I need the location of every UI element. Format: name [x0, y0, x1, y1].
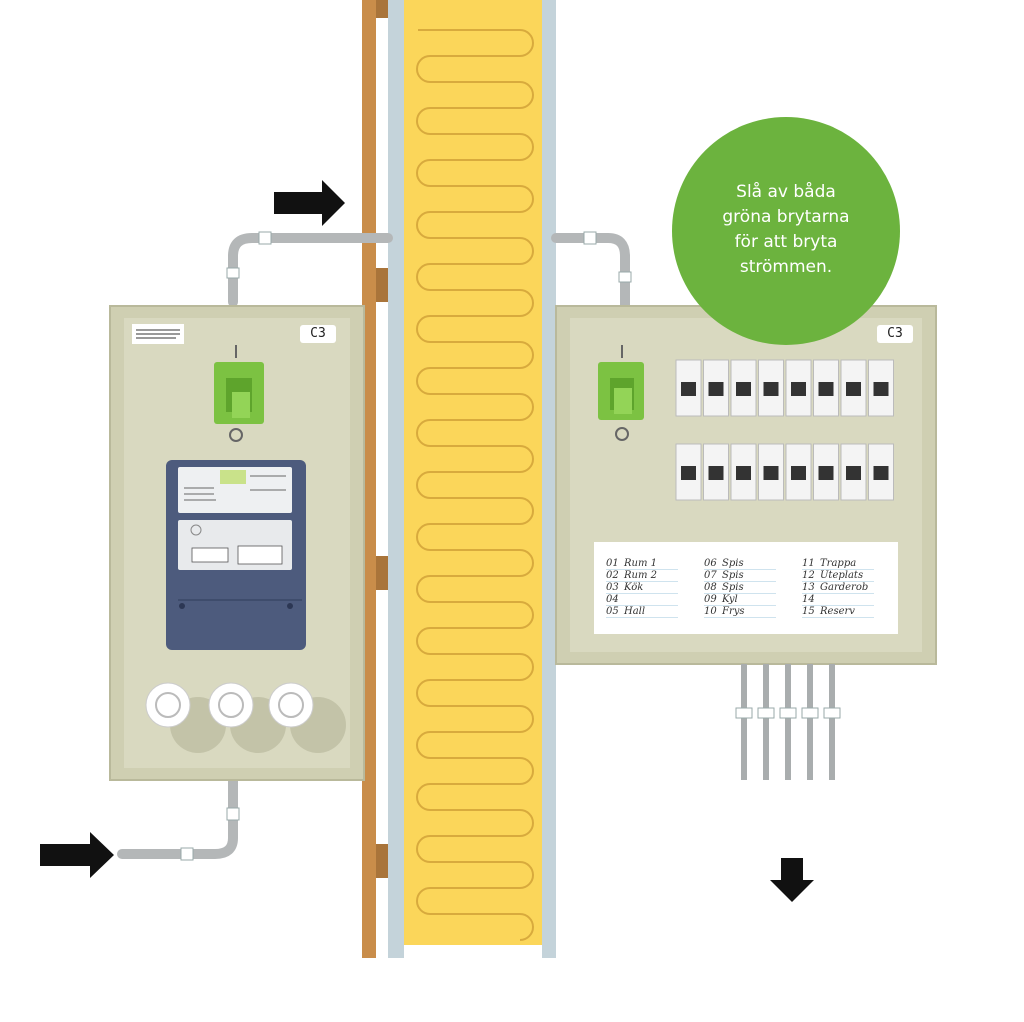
- callout-line: Slå av båda: [736, 182, 836, 202]
- electricity-meter: [166, 460, 306, 650]
- circuit-name: Spis: [722, 582, 744, 593]
- arrow-right-top-icon: [274, 180, 345, 226]
- circuit-number: 04: [606, 594, 619, 605]
- fuse-cabinet-code: C3: [877, 325, 913, 343]
- circuit-name: Hall: [624, 606, 646, 617]
- meter-cabinet: [109, 305, 365, 781]
- callout-bubble: [672, 117, 900, 345]
- callout-line: för att bryta: [734, 232, 838, 252]
- circuit-name: Rum 1: [624, 558, 657, 569]
- circuit-name: Trappa: [820, 558, 857, 569]
- circuit-entry: 08 Spis: [704, 582, 776, 594]
- circuit-entry: 05 Hall: [606, 606, 678, 618]
- circuit-entry: 09 Kyl: [704, 594, 776, 606]
- breaker-lever: [818, 466, 834, 480]
- circuit-number: 09: [704, 594, 717, 605]
- heating-cable: [416, 29, 534, 941]
- circuit-entry: 13 Garderob: [802, 582, 874, 594]
- cables: [117, 233, 630, 859]
- circuit-name: Kök: [624, 582, 644, 593]
- circuit-entry: 10 Frys: [704, 606, 776, 618]
- circuit-name: Reserv: [820, 606, 855, 617]
- breaker-lever: [763, 466, 779, 480]
- circuit-entry: 15 Reserv: [802, 606, 874, 618]
- fuse-cabinet: [555, 305, 937, 665]
- circuit-entry: 06 Spis: [704, 558, 776, 570]
- circuit-name: Spis: [722, 570, 744, 581]
- breaker-lever: [873, 466, 889, 480]
- circuit-name: Frys: [722, 606, 745, 617]
- circuit-name: Garderob: [820, 582, 869, 593]
- circuit-number: 12: [802, 570, 815, 581]
- circuit-number: 15: [802, 606, 815, 617]
- circuit-number: 07: [704, 570, 717, 581]
- circuit-name: Uteplats: [820, 570, 864, 581]
- circuit-entry: 04: [606, 594, 678, 606]
- circuit-entry: 11 Trappa: [802, 558, 874, 570]
- breaker-9[interactable]: [675, 443, 702, 501]
- breaker-lever: [791, 382, 806, 396]
- circuit-number: 08: [704, 582, 717, 593]
- circuit-name: Spis: [722, 558, 744, 569]
- meter-cabinet-code: C3: [300, 325, 336, 343]
- wall: [362, 0, 556, 958]
- circuit-entry: 02 Rum 2: [606, 570, 678, 582]
- circuit-name: Kyl: [722, 594, 738, 605]
- breaker-lever: [681, 382, 696, 396]
- callout-line: gröna brytarna: [722, 207, 850, 227]
- circuit-number: 06: [704, 558, 717, 569]
- screw-fuses: [145, 682, 346, 753]
- breaker-6[interactable]: [813, 359, 839, 417]
- circuit-legend-card: [594, 542, 898, 634]
- callout-text: Slå av båda gröna brytarna för att bryta…: [672, 180, 900, 280]
- wall-board-left: [388, 0, 404, 958]
- circuit-number: 05: [606, 606, 619, 617]
- circuit-number: 10: [704, 606, 717, 617]
- arrow-down-icon: [770, 858, 814, 902]
- circuit-name: Rum 2: [624, 570, 657, 581]
- cable-clips: [180, 231, 632, 861]
- breaker-lever: [846, 466, 861, 480]
- circuit-entry: 07 Spis: [704, 570, 776, 582]
- outgoing-cables: [741, 664, 835, 780]
- circuit-number: 01: [606, 558, 619, 569]
- circuit-number: 02: [606, 570, 619, 581]
- wall-board-right: [542, 0, 556, 958]
- breaker-lever: [873, 382, 889, 396]
- circuit-breakers: [675, 359, 894, 501]
- arrow-incoming-icon: [40, 832, 114, 878]
- circuit-entry: 12 Uteplats: [802, 570, 874, 582]
- breaker-lever: [736, 382, 751, 396]
- circuit-entry: 14: [802, 594, 874, 606]
- breaker-lever: [681, 466, 696, 480]
- breaker-lever: [736, 466, 751, 480]
- callout-line: strömmen.: [739, 257, 833, 277]
- breaker-lever: [818, 382, 834, 396]
- circuit-entry: 01 Rum 1: [606, 558, 678, 570]
- breaker-lever: [846, 382, 861, 396]
- circuit-number: 14: [802, 594, 815, 605]
- circuit-number: 13: [802, 582, 815, 593]
- breaker-lever: [708, 382, 724, 396]
- breaker-lever: [791, 466, 806, 480]
- breaker-15[interactable]: [840, 443, 867, 501]
- circuit-number: 11: [802, 558, 815, 569]
- breaker-lever: [763, 382, 779, 396]
- circuit-entry: 03 Kök: [606, 582, 678, 594]
- breaker-lever: [708, 466, 724, 480]
- circuit-number: 03: [606, 582, 619, 593]
